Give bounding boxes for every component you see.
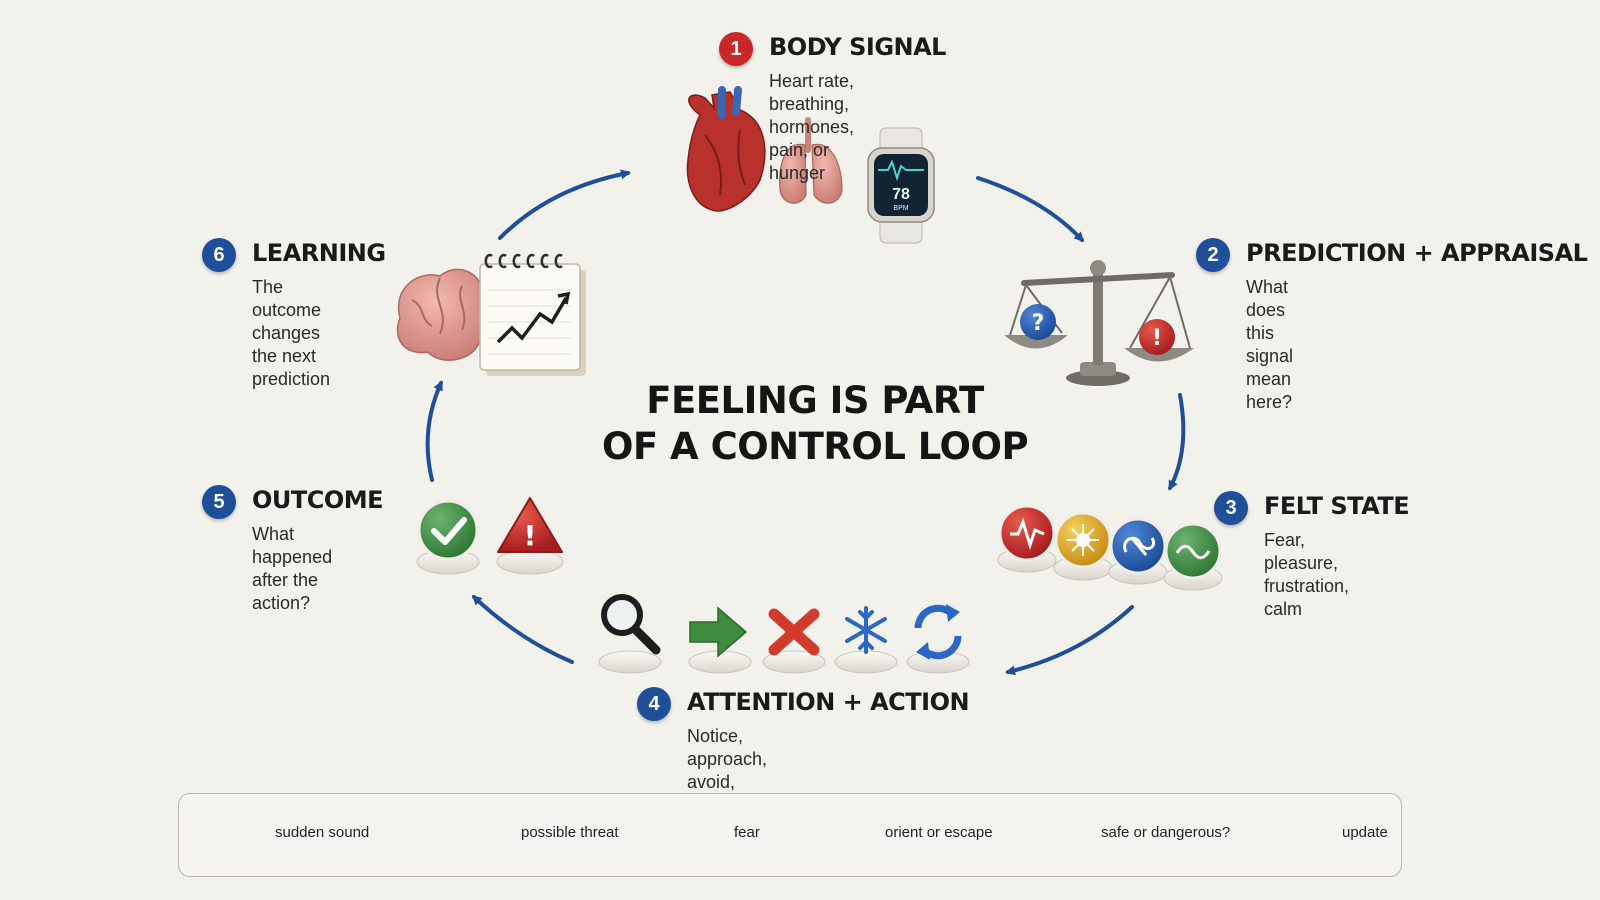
tangle-icon	[1108, 517, 1168, 585]
outcome-tokens: !	[416, 497, 564, 575]
step-5-desc-line1: What happened	[252, 524, 333, 567]
arrow-3-to-4	[1005, 605, 1134, 676]
chain-label-sudden-sound: sudden sound	[275, 824, 370, 841]
title-line-1: FEELING IS PART	[646, 379, 984, 422]
step-3-title: FELT STATE	[1264, 492, 1410, 520]
warning-icon: !	[496, 497, 564, 575]
step-6-description: The outcome changes the next prediction	[252, 276, 330, 391]
step-2-desc-line2: signal mean here?	[1246, 346, 1294, 412]
example-chain-panel: sudden sound possible threat fear orient…	[178, 793, 1402, 877]
chain-label-orient-or-escape: orient or escape	[885, 824, 993, 841]
arrow-5-to-6	[425, 380, 443, 482]
smartwatch-icon: 78 BPM	[867, 127, 935, 244]
step-2-number-badge: 2	[1196, 238, 1230, 272]
arrow-2-to-3	[1168, 393, 1186, 491]
step-3-number-badge: 3	[1214, 491, 1248, 525]
arrow-6-to-1	[498, 169, 631, 240]
svg-text:!: !	[1152, 326, 1162, 351]
step-2-title: PREDICTION + APPRAISAL	[1246, 239, 1588, 267]
step-1-title: BODY SIGNAL	[769, 33, 946, 61]
step-1-desc-line2: hormones, pain, or hunger	[769, 117, 855, 183]
notepad-chart-icon	[479, 253, 586, 376]
step-1-desc-line1: Heart rate, breathing,	[769, 71, 855, 114]
arrow-1-to-2	[976, 176, 1085, 243]
pulse-icon	[997, 504, 1057, 573]
action-tokens	[598, 594, 970, 674]
wave-icon	[1163, 522, 1223, 591]
step-6-desc-line2: changes the next	[252, 323, 321, 366]
step-2-description: What does this signal mean here?	[1246, 276, 1293, 414]
loop-arrows	[425, 169, 1186, 676]
brain-icon	[396, 268, 495, 361]
step-3-desc-line1: Fear, pleasure,	[1264, 530, 1339, 573]
magnifier-icon	[598, 594, 662, 674]
chain-label-safe-or-dangerous: safe or dangerous?	[1101, 824, 1231, 841]
step-5-title: OUTCOME	[252, 486, 384, 514]
svg-text:?: ?	[1032, 311, 1045, 336]
diagram-title: FEELING IS PART OF A CONTROL LOOP	[600, 378, 1030, 470]
alert-icon: !	[1139, 319, 1175, 355]
step-4-title: ATTENTION + ACTION	[687, 688, 970, 716]
retry-icon	[906, 604, 970, 674]
snowflake-icon	[834, 606, 898, 674]
chain-label-possible-threat: possible threat	[521, 824, 619, 841]
arrow-right-icon	[688, 606, 752, 674]
step-4-desc-line1: Notice, approach,	[687, 726, 768, 769]
arrow-4-to-5	[471, 594, 574, 664]
step-5-desc-line2: after the action?	[252, 570, 319, 613]
sun-icon	[1053, 511, 1113, 581]
step-6-number-badge: 6	[202, 238, 236, 272]
step-3-desc-line2: frustration, calm	[1264, 576, 1350, 619]
felt-state-tokens	[997, 504, 1223, 591]
watch-bpm-value: 78	[892, 186, 910, 203]
step-1-number-badge: 1	[719, 32, 753, 66]
step-4-number-badge: 4	[637, 687, 671, 721]
step-6-title: LEARNING	[252, 239, 386, 267]
step-6-desc-line3: prediction	[252, 369, 331, 389]
step-3-description: Fear, pleasure, frustration, calm	[1264, 529, 1349, 621]
svg-text:!: !	[524, 519, 537, 552]
chain-label-fear: fear	[734, 824, 760, 841]
step-1-description: Heart rate, breathing, hormones, pain, o…	[769, 70, 854, 185]
cross-icon	[762, 608, 826, 674]
watch-bpm-unit: BPM	[893, 205, 908, 212]
title-line-2: OF A CONTROL LOOP	[601, 425, 1029, 468]
check-icon	[416, 499, 480, 575]
step-6-desc-line1: The outcome	[252, 277, 322, 320]
heart-icon	[686, 86, 766, 212]
step-5-number-badge: 5	[202, 485, 236, 519]
chain-label-update: update	[1342, 824, 1388, 841]
step-2-desc-line1: What does this	[1246, 277, 1289, 343]
step-5-description: What happened after the action?	[252, 523, 332, 615]
lungs-icon	[779, 117, 843, 204]
question-icon: ?	[1020, 304, 1056, 340]
